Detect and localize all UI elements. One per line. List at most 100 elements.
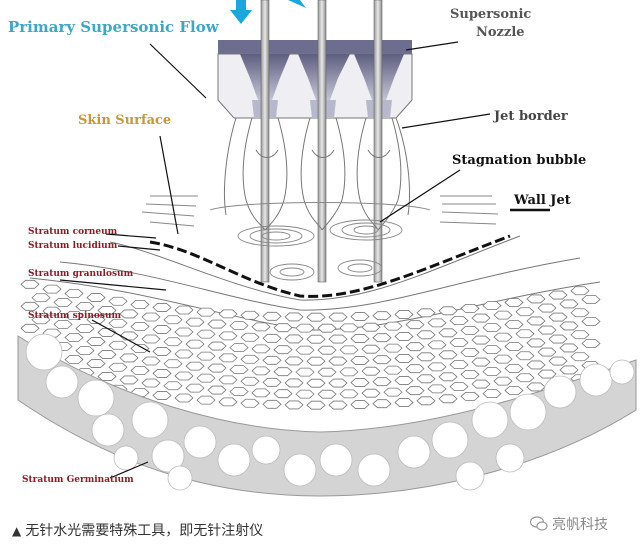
- label-wall-jet: Wall Jet: [513, 193, 571, 208]
- spinosum-cell: [526, 316, 546, 326]
- spinosum-cell: [317, 345, 337, 355]
- spinosum-cell: [306, 334, 326, 344]
- spinosum-cell: [504, 342, 524, 351]
- supersonic-nozzle: [217, 40, 413, 119]
- spinosum-cell: [537, 303, 557, 313]
- spinosum-cell: [317, 367, 337, 377]
- spinosum-cell: [141, 378, 161, 388]
- spinosum-cell: [438, 372, 458, 382]
- spinosum-cell: [262, 377, 282, 387]
- label-corneum: Stratum corneum: [28, 227, 118, 237]
- spinosum-cell: [416, 396, 436, 406]
- spinosum-cell: [515, 307, 535, 317]
- spinosum-cell: [394, 354, 414, 363]
- spinosum-cell: [493, 376, 513, 386]
- spinosum-cell: [284, 378, 304, 388]
- spinosum-cell: [581, 317, 601, 326]
- spinosum-cell: [97, 350, 117, 359]
- spinosum-cell: [471, 379, 491, 389]
- spinosum-cell: [229, 321, 249, 331]
- spinosum-cell: [75, 302, 95, 312]
- jet-plumes: [224, 117, 410, 231]
- spinosum-cell: [119, 375, 139, 385]
- jet-tubes: [260, 0, 383, 283]
- spinosum-cell: [383, 365, 403, 375]
- spinosum-cell: [537, 369, 557, 379]
- spinosum-cell: [108, 362, 128, 372]
- spinosum-cell: [130, 322, 150, 331]
- spinosum-cell: [64, 355, 84, 364]
- spinosum-cell: [163, 381, 183, 391]
- label-jet-border: Jet border: [493, 109, 568, 124]
- spinosum-cell: [108, 340, 128, 350]
- spinosum-cell: [306, 312, 326, 322]
- spinosum-cell: [262, 355, 282, 365]
- spinosum-cell: [449, 316, 469, 326]
- spinosum-cell: [152, 325, 172, 334]
- spinosum-cell: [383, 321, 403, 331]
- spinosum-cell: [416, 374, 436, 384]
- spinosum-cell: [427, 340, 447, 350]
- spinosum-cell: [383, 343, 403, 353]
- spinosum-cell: [581, 295, 601, 304]
- spinosum-cell: [119, 353, 139, 363]
- spinosum-cell: [350, 334, 370, 343]
- spinosum-cell: [64, 333, 84, 342]
- spinosum-cell: [471, 357, 491, 367]
- spinosum-cell: [196, 329, 216, 339]
- spinosum-cell: [416, 330, 436, 340]
- spinosum-cell: [152, 347, 172, 356]
- spinosum-cells: [20, 279, 601, 410]
- spinosum-cell: [372, 311, 392, 321]
- spinosum-cell: [31, 315, 51, 325]
- spinosum-cell: [174, 349, 194, 359]
- spinosum-cell: [273, 345, 293, 355]
- spinosum-cell: [416, 308, 436, 318]
- spinosum-cell: [163, 337, 183, 347]
- spinosum-cell: [493, 332, 513, 342]
- spinosum-cell: [42, 284, 62, 294]
- spinosum-cell: [152, 303, 172, 312]
- spinosum-cell: [20, 301, 40, 311]
- spinosum-cell: [328, 356, 348, 366]
- spinosum-cell: [196, 351, 216, 361]
- spinosum-cell: [394, 376, 414, 385]
- spinosum-cell: [163, 359, 183, 369]
- spinosum-cell: [504, 320, 524, 329]
- spinosum-cell: [581, 339, 601, 348]
- spinosum-cell: [273, 389, 293, 399]
- spinosum-cell: [405, 320, 425, 330]
- spinosum-cell: [570, 330, 590, 340]
- spinosum-cell: [427, 384, 447, 394]
- spinosum-cell: [405, 364, 425, 374]
- spinosum-cell: [460, 303, 480, 313]
- spinosum-cell: [482, 323, 502, 333]
- spinosum-cell: [240, 310, 260, 320]
- spinosum-cell: [449, 382, 469, 392]
- spinosum-cell: [449, 338, 469, 348]
- spinosum-cell: [394, 310, 414, 319]
- spinosum-cell: [141, 356, 161, 366]
- spinosum-cell: [361, 388, 381, 398]
- watermark-text: 亮帆科技: [552, 517, 608, 533]
- leader-lines: [59, 41, 550, 479]
- spinosum-cell: [306, 378, 326, 388]
- label-skin-surface: Skin Surface: [78, 113, 171, 128]
- spinosum-cell: [174, 305, 194, 315]
- spinosum-cell: [570, 308, 590, 318]
- spinosum-cell: [438, 350, 458, 360]
- spinosum-cell: [207, 341, 227, 351]
- spinosum-cell: [405, 386, 425, 396]
- label-nozzle-line2: Nozzle: [476, 25, 525, 40]
- spinosum-cell: [251, 344, 271, 354]
- spinosum-cell: [482, 389, 502, 399]
- spinosum-cell: [317, 323, 337, 333]
- spinosum-cell: [86, 337, 106, 346]
- spinosum-cell: [504, 298, 524, 307]
- spinosum-cell: [449, 360, 469, 370]
- spinosum-cell: [339, 389, 359, 399]
- spinosum-cell: [174, 371, 194, 381]
- spinosum-cell: [108, 318, 128, 328]
- spinosum-cell: [570, 286, 590, 296]
- spinosum-cell: [504, 386, 524, 395]
